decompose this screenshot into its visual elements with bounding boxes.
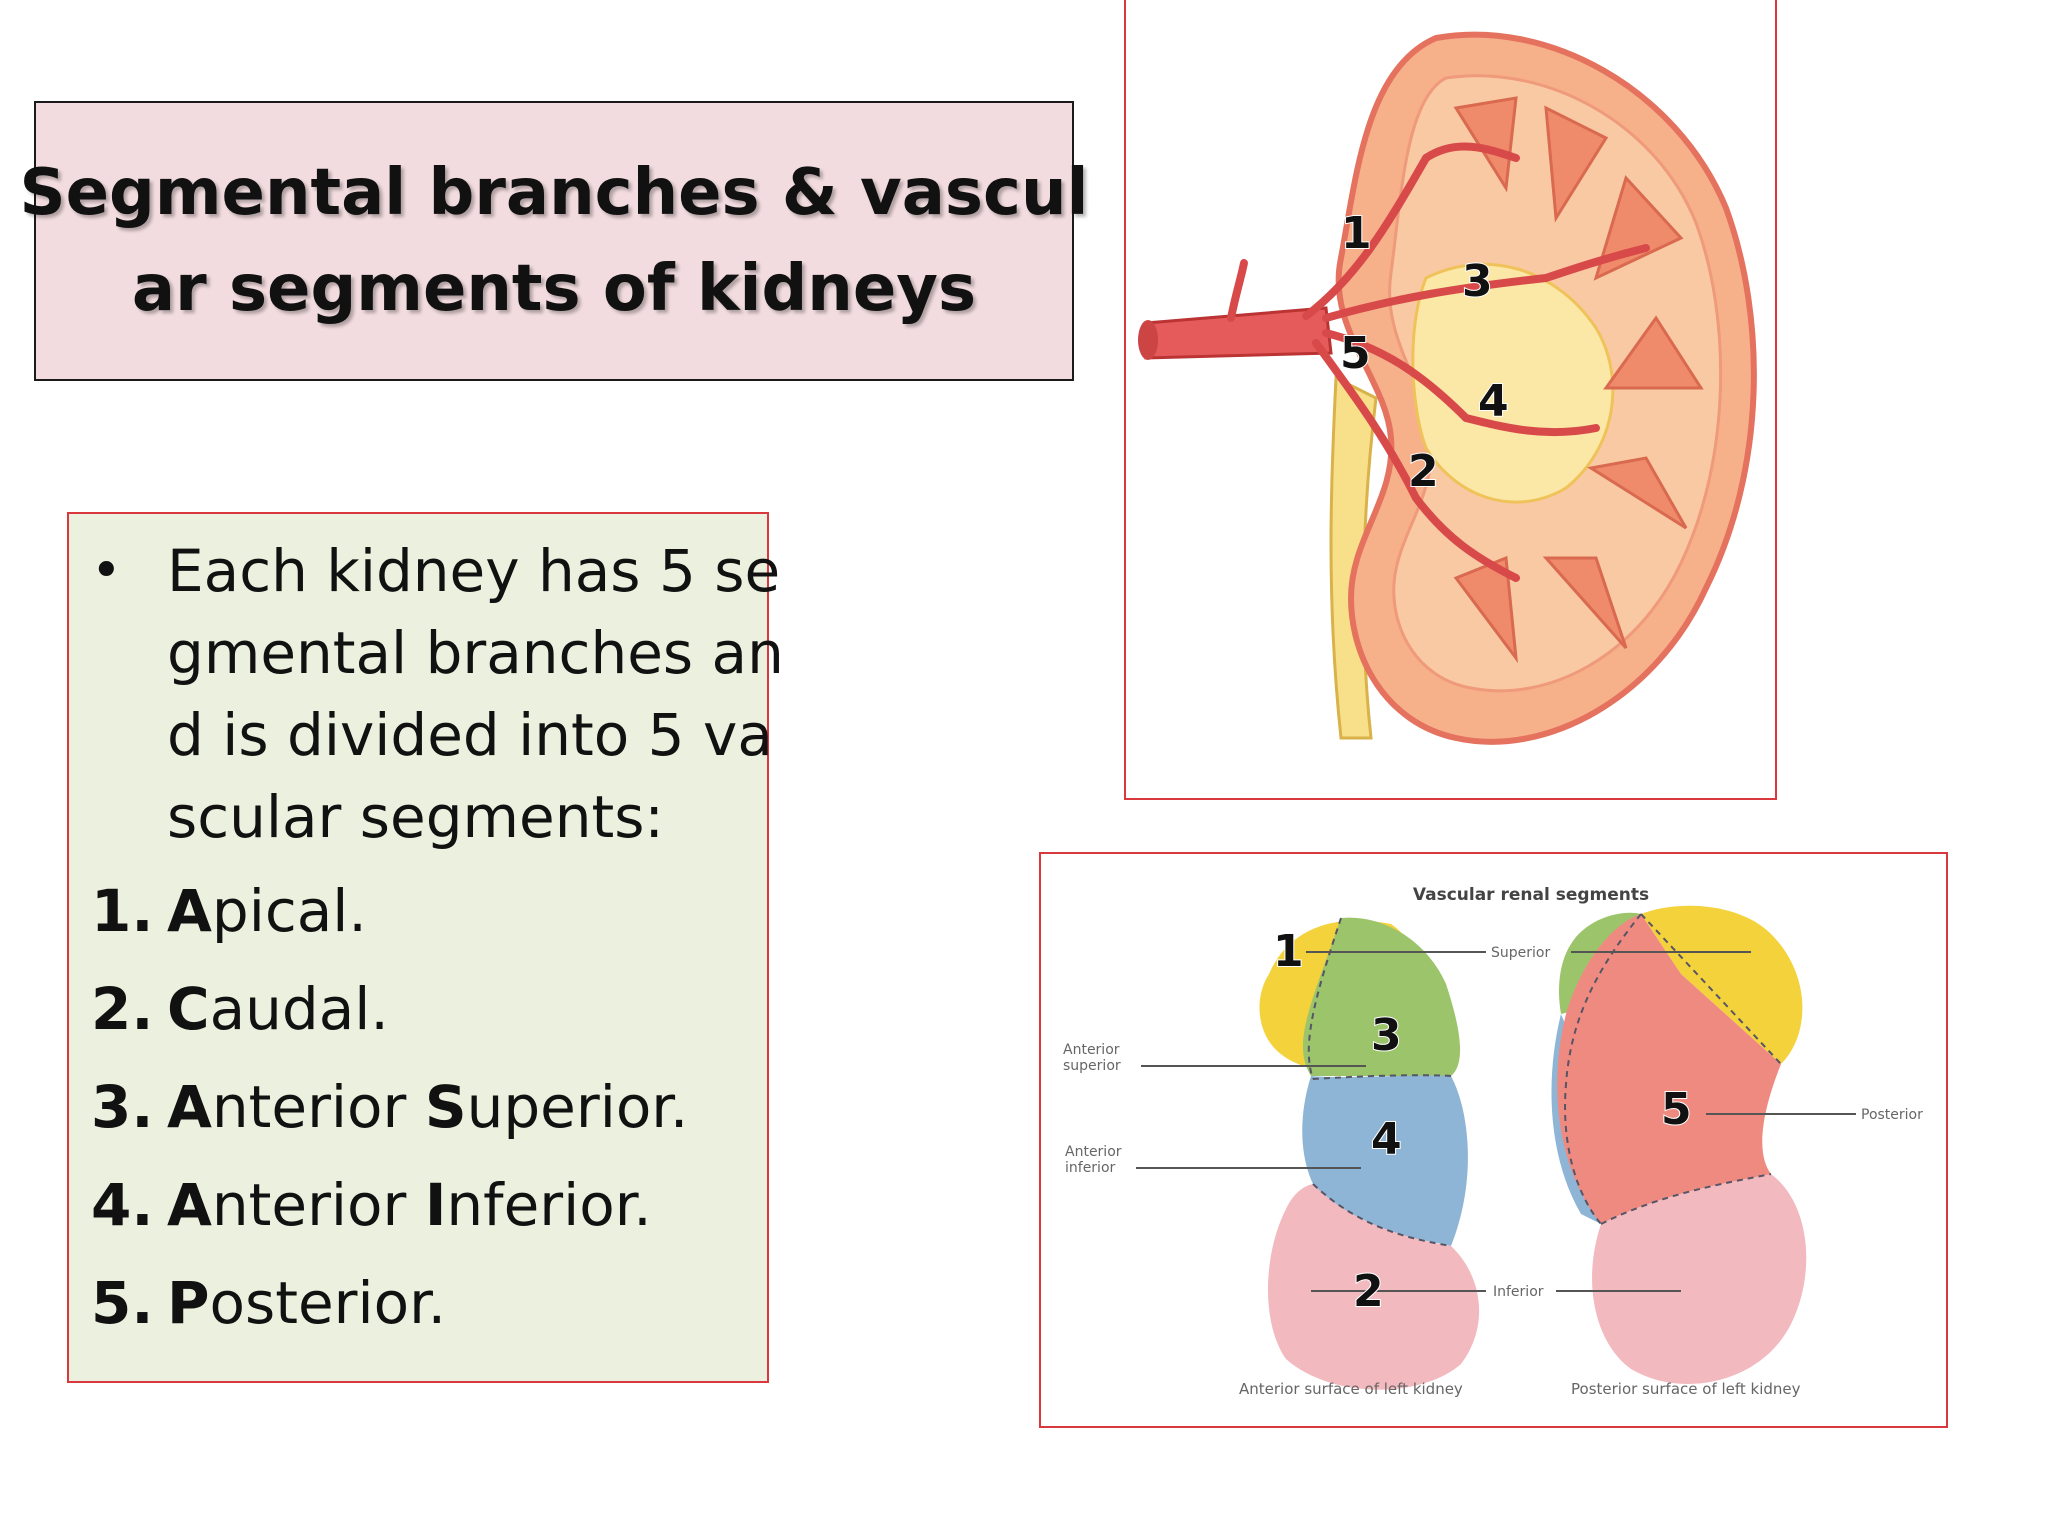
text-rest: audal. [209,975,389,1043]
initial-letter: C [167,975,210,1043]
intro-line-3: d is divided into 5 va [167,701,773,769]
branch-label-1: 1 [1341,208,1372,259]
anterior-inferior-segment [1302,1075,1468,1246]
posterior-kidney [1551,905,1807,1384]
intro-line-4: scular segments: [167,783,664,851]
kidney-arteries-figure: 1 3 5 4 2 [1124,0,1777,800]
segment-text-labels: Superior Anterior superior Anterior infe… [1063,945,1923,1398]
kidney-arteries-illustration: 1 3 5 4 2 [1138,31,1757,745]
initial-letter: P [167,1269,210,1337]
list-item-apical: 1. Apical. [69,862,767,960]
segment-border [1564,913,1642,1225]
leader-lines [1136,951,1856,1292]
segment-border [1307,917,1342,1080]
initial-letter: A [167,877,212,945]
branch-number-labels: 1 3 5 4 2 [1339,207,1510,498]
text-rest: uperior. [466,1073,689,1141]
list-text: Caudal. [167,960,389,1058]
segmental-branches [1227,142,1650,582]
text-rest: osterior. [209,1269,447,1337]
list-item-anterior-superior: 3. Anterior Superior. [69,1058,767,1156]
segment-number-3: 3 [1371,1010,1402,1061]
segment-border [1640,913,1782,1065]
list-number: 2. [91,975,154,1043]
segment-number-2: 2 [1353,1266,1384,1317]
list-number: 4. [91,1171,154,1239]
initial-letter: S [424,1073,467,1141]
posterior-segment [1557,914,1781,1224]
list-number: 3. [91,1073,154,1141]
segments-list-box: • Each kidney has 5 se gmental branches … [67,512,784,1383]
anterior-superior-segment [1302,917,1461,1076]
segment-border [1600,1173,1772,1225]
branch-label-5: 5 [1340,328,1371,379]
slide-title-line-2: ar segments of kidneys [131,252,977,326]
inferior-segment [1267,1184,1480,1390]
label-superior: Superior [1491,945,1550,961]
label-anterior-superior-1: Anterior [1063,1042,1120,1058]
posterior-inferior-segment [1592,1174,1807,1384]
label-anterior-inferior-2: inferior [1065,1160,1116,1176]
label-anterior-superior-2: superior [1063,1058,1121,1074]
branch-label-2: 2 [1408,446,1439,497]
segment-number-labels: 1 3 4 2 5 [1272,925,1693,1318]
anterior-kidney [1259,917,1480,1390]
intro-line-1: Each kidney has 5 se [167,537,781,605]
branch-label-3: 3 [1462,256,1493,307]
slide-title-box: Segmental branches & vascul ar segments … [20,101,1088,381]
segment-number-4: 4 [1371,1114,1402,1165]
text-rest: pical. [211,877,367,945]
segment-number-5: 5 [1661,1084,1692,1135]
list-item-posterior: 5. Posterior. [69,1254,767,1352]
list-text: Anterior Superior. [167,1058,688,1156]
text-rest: nferior. [446,1171,652,1239]
vascular-segments-figure: Vascular renal segments [1039,852,1948,1428]
list-text: Anterior Inferior. [167,1156,652,1254]
text-rest: nterior [211,1073,425,1141]
intro-line-2: gmental branches an [167,619,784,687]
list-text: Apical. [167,862,367,960]
list-number: 1. [91,877,154,945]
list-item-anterior-inferior: 4. Anterior Inferior. [69,1156,767,1254]
caption-anterior-surface: Anterior surface of left kidney [1239,1380,1463,1398]
label-anterior-inferior-1: Anterior [1065,1144,1122,1160]
renal-artery-opening [1138,320,1158,360]
vascular-segments-illustration: Vascular renal segments [1063,885,1923,1398]
ureter-shape [1329,375,1378,740]
slide-title-line-1: Segmental branches & vascul [19,156,1089,230]
label-posterior: Posterior [1861,1107,1923,1123]
bullet-dot: • [91,541,122,601]
initial-letter: I [424,1171,447,1239]
list-number: 5. [91,1269,154,1337]
segment-border [1312,1074,1452,1080]
caption-posterior-surface: Posterior surface of left kidney [1571,1380,1801,1398]
segment-number-1: 1 [1273,926,1304,977]
text-rest: nterior [211,1171,425,1239]
figure-heading: Vascular renal segments [1413,885,1649,905]
list-text: Posterior. [167,1254,446,1352]
branch-label-4: 4 [1478,376,1509,427]
posterior-apical-segment [1641,905,1803,1064]
list-item-caudal: 2. Caudal. [69,960,767,1058]
initial-letter: A [167,1171,212,1239]
label-inferior: Inferior [1493,1284,1544,1300]
initial-letter: A [167,1073,212,1141]
